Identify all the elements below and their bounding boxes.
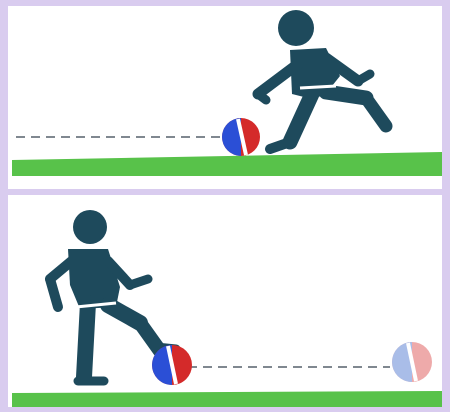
scene-kick bbox=[8, 6, 442, 189]
ball-blue-red bbox=[222, 118, 260, 156]
ball-faded bbox=[392, 342, 432, 382]
ground-strip bbox=[12, 152, 442, 176]
kicking-figure bbox=[258, 10, 386, 149]
ball-blue-red bbox=[152, 345, 192, 385]
scene-trap bbox=[8, 195, 442, 407]
ground-strip bbox=[12, 391, 442, 407]
scene-kick-panel bbox=[8, 6, 442, 189]
belt-line bbox=[300, 86, 336, 88]
scene-trap-panel bbox=[8, 195, 442, 407]
